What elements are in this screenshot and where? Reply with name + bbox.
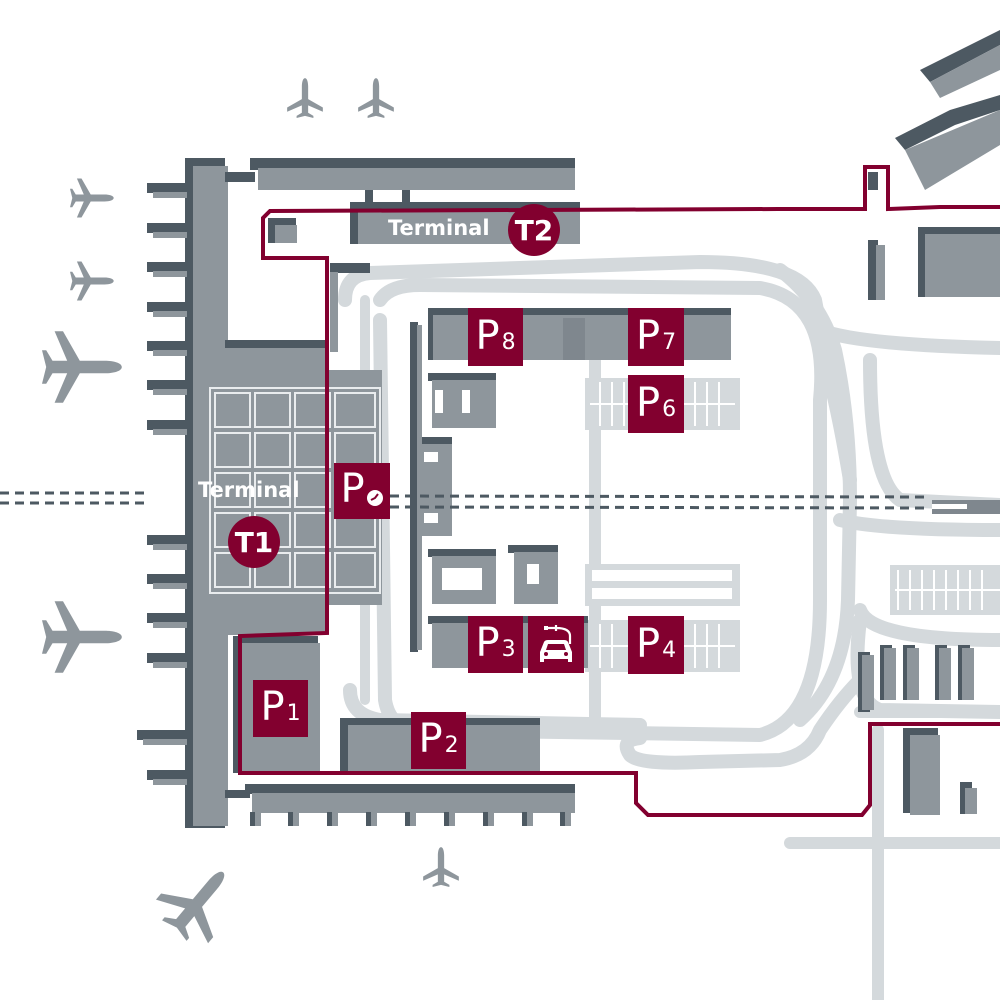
parking-letter: P bbox=[475, 620, 500, 666]
parking-number: 7 bbox=[662, 330, 677, 355]
parking-letter: P bbox=[418, 716, 443, 762]
airplane-icon bbox=[42, 331, 122, 403]
parking-p6[interactable]: P 6 bbox=[628, 375, 684, 433]
parking-number: 4 bbox=[662, 638, 677, 663]
cargo-buildings bbox=[858, 30, 1000, 815]
terminal-2-badge[interactable]: T2 bbox=[508, 204, 560, 256]
rail-line bbox=[0, 491, 1000, 514]
airplane-icon bbox=[148, 850, 250, 953]
airplane-icon bbox=[287, 78, 323, 118]
road-network bbox=[338, 255, 1000, 1000]
parking-number: 6 bbox=[662, 397, 677, 422]
terminal-1-label: Terminal bbox=[198, 478, 300, 502]
terminal-1-building bbox=[137, 158, 575, 828]
access-route bbox=[238, 165, 1000, 817]
parking-letter: P bbox=[340, 466, 365, 512]
terminal-1-badge[interactable]: T1 bbox=[228, 516, 280, 568]
airplane-icon bbox=[70, 261, 114, 301]
parking-p8[interactable]: P 8 bbox=[468, 308, 523, 366]
ev-charging-car-icon bbox=[540, 624, 572, 662]
parking-letter: P bbox=[260, 684, 285, 730]
parking-p3[interactable]: P 3 bbox=[468, 616, 523, 673]
parking-number: 8 bbox=[501, 330, 516, 355]
parking-number: 1 bbox=[286, 701, 301, 726]
airplane-icon bbox=[42, 601, 122, 673]
parking-number: 3 bbox=[501, 637, 516, 662]
parking-letter: P bbox=[635, 621, 661, 667]
parking-p4[interactable]: P 4 bbox=[628, 616, 684, 674]
airplane-icon bbox=[70, 178, 114, 218]
ev-charging-station[interactable] bbox=[528, 616, 584, 673]
parking-p1[interactable]: P 1 bbox=[253, 680, 308, 737]
terminal-2-label: Terminal bbox=[388, 216, 490, 240]
airplane-icon bbox=[358, 78, 394, 118]
parking-number: 2 bbox=[444, 733, 459, 758]
parking-p2[interactable]: P 2 bbox=[411, 712, 466, 769]
parking-p0[interactable]: P bbox=[334, 463, 390, 519]
clock-icon bbox=[366, 490, 383, 506]
parking-letter: P bbox=[635, 313, 661, 359]
airplane-icon bbox=[423, 847, 459, 887]
parking-p7[interactable]: P 7 bbox=[628, 308, 684, 366]
parking-letter: P bbox=[475, 313, 500, 359]
parking-letter: P bbox=[635, 380, 661, 426]
